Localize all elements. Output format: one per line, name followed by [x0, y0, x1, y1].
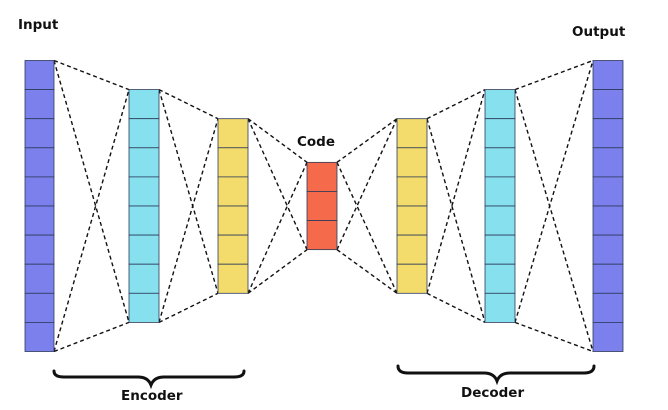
layer-4-cell — [306, 191, 338, 221]
layer-7-cell — [592, 176, 624, 207]
layer-4-cell — [306, 220, 338, 251]
layer-7-cell — [592, 89, 624, 120]
decoder-brace — [396, 364, 596, 386]
connection-line — [336, 118, 398, 163]
connection-line — [336, 162, 398, 294]
layer-1-cell — [24, 321, 55, 352]
layer-2-cell — [128, 89, 160, 120]
connection-line — [53, 60, 130, 323]
layer-3-cell — [217, 147, 249, 178]
layer-4-cell — [306, 161, 338, 192]
layer-7-cell — [592, 147, 624, 178]
connection-line — [514, 60, 594, 323]
layer-1-cell — [24, 147, 55, 178]
layer-1-cell — [24, 292, 55, 323]
connection-line — [158, 118, 219, 323]
connection-line — [426, 118, 486, 323]
layer-7-cell — [592, 118, 624, 149]
layer-7-cell — [592, 321, 624, 352]
layer-2-encoder — [128, 89, 160, 323]
layer-3-cell — [217, 234, 249, 265]
output-label: Output — [572, 24, 626, 40]
input-label: Input — [18, 17, 59, 33]
decoder-label: Decoder — [461, 385, 525, 401]
connection-line — [247, 162, 308, 294]
layer-2-cell — [128, 263, 160, 294]
connection-line — [426, 89, 486, 294]
connection-line — [426, 292, 486, 324]
connection-line — [53, 59, 130, 91]
encoder-label: Encoder — [121, 388, 183, 404]
layer-6-cell — [484, 176, 516, 207]
layer-6-decoder — [484, 89, 516, 323]
layer-5-cell — [396, 234, 428, 265]
code-label: Code — [297, 134, 336, 150]
layer-1-cell — [24, 176, 55, 207]
connection-line — [426, 88, 486, 120]
connection-line — [247, 118, 308, 250]
connection-line — [514, 89, 594, 352]
layer-5-cell — [396, 147, 428, 178]
layer-7-cell — [592, 234, 624, 265]
layer-6-cell — [484, 205, 516, 236]
layer-3-cell — [217, 205, 249, 236]
connection-line — [336, 118, 398, 250]
layer-6-cell — [484, 118, 516, 149]
layer-5-decoder — [396, 118, 428, 294]
connection-line — [247, 249, 308, 294]
layer-3-cell — [217, 176, 249, 207]
layer-2-cell — [128, 118, 160, 149]
layer-2-cell — [128, 176, 160, 207]
connection-line — [53, 321, 130, 353]
connection-line — [247, 118, 308, 163]
layer-1-cell — [24, 263, 55, 294]
layer-7-cell — [592, 205, 624, 236]
layer-7-cell — [592, 263, 624, 294]
layer-1-cell — [24, 118, 55, 149]
connection-lines — [53, 59, 594, 353]
layer-2-cell — [128, 234, 160, 265]
layer-5-cell — [396, 118, 428, 149]
braces — [52, 364, 596, 390]
layer-1-cell — [24, 205, 55, 236]
encoder-brace — [52, 369, 246, 390]
connection-line — [158, 88, 219, 120]
layer-6-cell — [484, 234, 516, 265]
layer-2-cell — [128, 205, 160, 236]
layer-5-cell — [396, 263, 428, 294]
layer-5-cell — [396, 205, 428, 236]
connection-line — [158, 292, 219, 324]
connection-line — [514, 59, 594, 91]
layer-6-cell — [484, 263, 516, 294]
layer-3-cell — [217, 263, 249, 294]
connection-line — [158, 89, 219, 294]
layer-7-output — [592, 60, 624, 352]
layer-2-cell — [128, 147, 160, 178]
layer-1-cell — [24, 234, 55, 265]
connection-line — [336, 249, 398, 294]
layer-6-cell — [484, 147, 516, 178]
layer-6-cell — [484, 292, 516, 323]
layer-4-code — [306, 161, 338, 251]
layer-3-encoder — [217, 118, 249, 294]
layer-7-cell — [592, 292, 624, 323]
layer-6-cell — [484, 89, 516, 120]
connection-line — [53, 89, 130, 352]
layer-7-cell — [592, 60, 624, 91]
layer-1-cell — [24, 89, 55, 120]
layer-2-cell — [128, 292, 160, 323]
layer-3-cell — [217, 118, 249, 149]
layer-1-input — [24, 60, 55, 352]
layers — [24, 60, 624, 352]
layer-5-cell — [396, 176, 428, 207]
layer-1-cell — [24, 60, 55, 91]
connection-line — [514, 321, 594, 353]
